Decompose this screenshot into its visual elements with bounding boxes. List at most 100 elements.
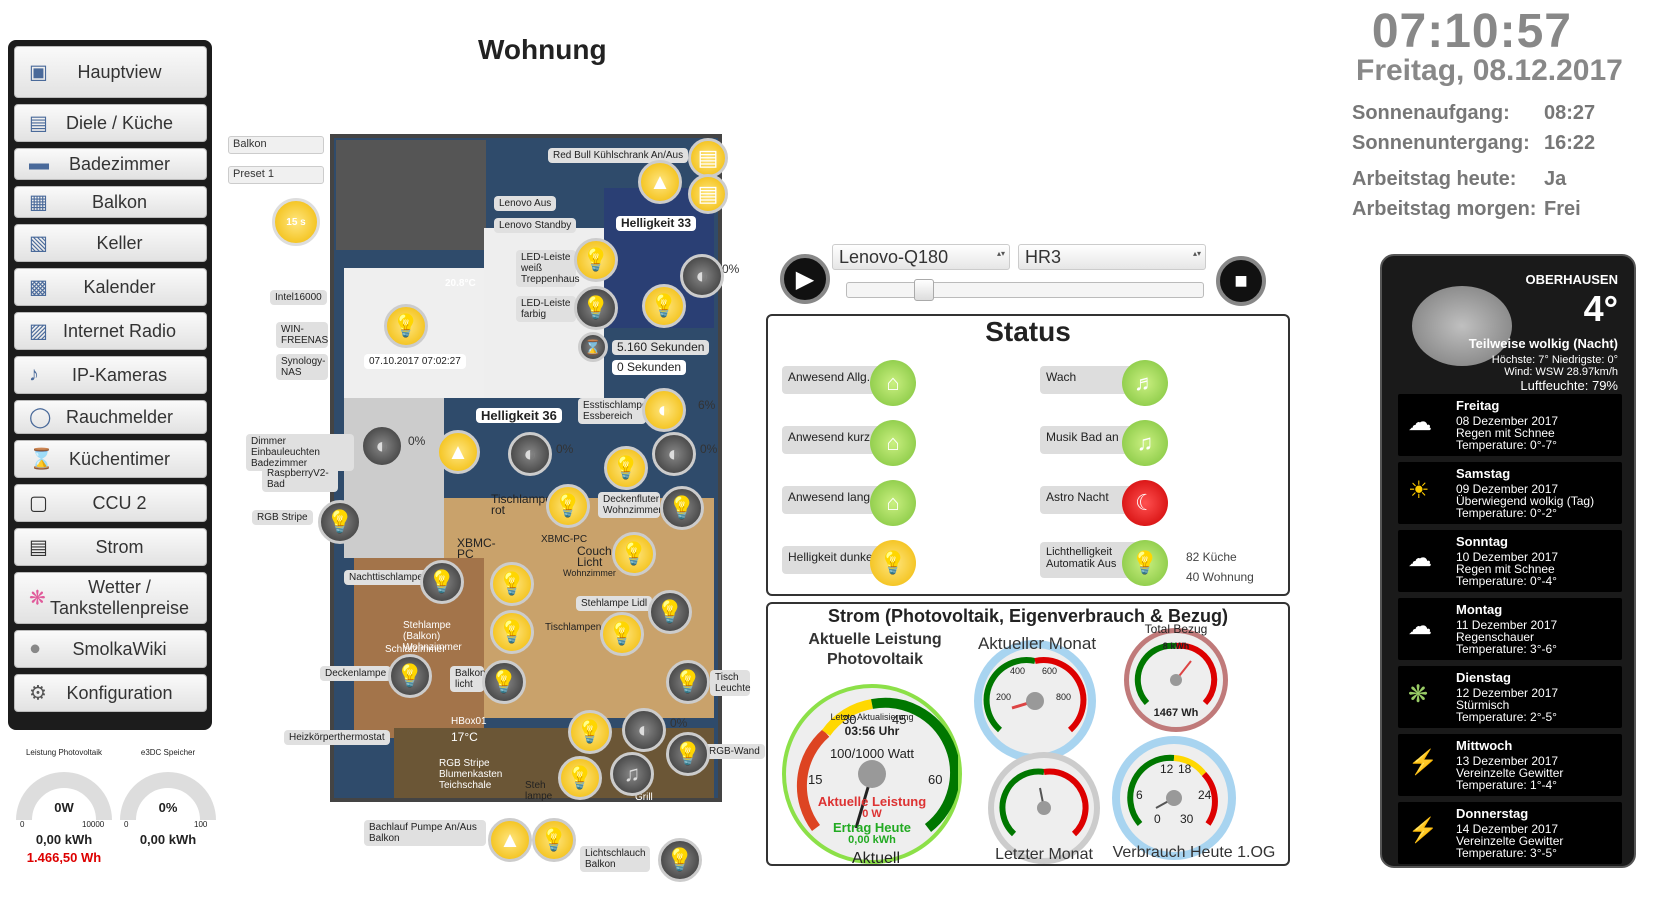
office-light[interactable]: 💡 [384, 304, 428, 348]
lenovo-off-button[interactable]: Lenovo Aus [494, 196, 557, 211]
pv-tick-60: 60 [928, 772, 943, 787]
workday-today-value: Ja [1544, 168, 1567, 190]
workday-today-label: Arbeitstag heute: [1352, 168, 1517, 190]
nav-diele-kueche[interactable]: ▤Diele / Küche [14, 104, 207, 142]
balcony-light-label: Balkon licht [450, 666, 486, 692]
bath-dimmer[interactable]: ◐ [360, 424, 404, 468]
kitchen-dimmer[interactable]: ◐ [680, 254, 724, 298]
nav-rauchmelder[interactable]: ◯Rauchmelder [14, 400, 207, 434]
nav-ip-kameras[interactable]: ♪IP-Kameras [14, 356, 207, 394]
status-wach[interactable]: ♬ [1122, 360, 1168, 406]
hbox-label: HBox01 [451, 716, 487, 727]
rgb-wall-dimmer[interactable]: ◐ [622, 708, 666, 752]
preset-select[interactable]: Preset 1 [228, 166, 324, 184]
nav-smolkawiki[interactable]: ●SmolkaWiki [14, 630, 207, 668]
balcony-light[interactable]: 💡 [482, 660, 526, 704]
sync-time: 07.10.2017 07:02:27 [364, 354, 466, 369]
kitchen-light[interactable]: 💡 [642, 284, 686, 328]
hallway-light[interactable]: ▲ [436, 430, 480, 474]
volume-slider[interactable] [846, 279, 1204, 301]
table-lamps-label: Tischlampen [545, 622, 602, 633]
ceiling-lamp[interactable]: 💡 [388, 654, 432, 698]
rgb-wall-switch[interactable]: 💡 [666, 732, 710, 776]
camera-refresh-button[interactable]: 15 s [272, 198, 320, 246]
nav-internet-radio[interactable]: ▨Internet Radio [14, 312, 207, 350]
play-button[interactable]: ▶ [780, 254, 830, 304]
couch-light[interactable]: 💡 [612, 532, 656, 576]
pump-switch[interactable]: ▲ [488, 818, 532, 862]
total-bezug-scale: 8 kWh [1162, 641, 1190, 651]
bulb-icon: 💡 [668, 495, 696, 520]
floor-lamp-balkon[interactable]: 💡 [490, 610, 534, 654]
dining-light[interactable]: 💡 [604, 446, 648, 490]
fridge-icon-button[interactable]: ▤ [688, 174, 728, 214]
storm-icon: ❋ [1408, 681, 1429, 708]
walking-icon: ♬ [1134, 370, 1156, 395]
rgb-flower-label: RGB Stripe Blumenkasten Teichschale [439, 758, 503, 791]
bedside-lamp[interactable]: 💡 [420, 560, 464, 604]
status-helligkeit-dunkel[interactable]: 💡 [870, 540, 916, 586]
forecast-temp: Temperature: 0°-7° [1456, 438, 1557, 452]
status-helligkeit-dunkel-label: Helligkeit dunkel [782, 546, 884, 574]
cellar-icon: ▧ [29, 232, 48, 255]
light-hose-label: Lichtschlauch Balkon [580, 846, 650, 872]
consumption-label: Verbrauch Heute 1.OG [1112, 844, 1276, 861]
tap-switch[interactable]: ▲ [638, 160, 682, 204]
dining-lamp-dimmer[interactable]: ◐ [642, 388, 686, 432]
volume-slider-handle[interactable] [914, 279, 934, 301]
hall-light-dimmer[interactable]: ◐ [652, 432, 696, 476]
led-color-light[interactable]: 💡 [574, 286, 618, 330]
nav-kuechentimer[interactable]: ⌛Küchentimer [14, 440, 207, 478]
pv-footer: Aktuell [851, 850, 901, 867]
pv-power-label: Aktuelle Leistung [817, 794, 927, 809]
status-lichthelligkeit[interactable]: 💡 [1122, 540, 1168, 586]
table-light[interactable]: 💡 [666, 660, 710, 704]
status-musik-bad[interactable]: ♫ [1122, 420, 1168, 466]
last-month-label: Letzter Monat [995, 846, 1093, 863]
light-hose[interactable]: 💡 [658, 838, 702, 882]
timer-button[interactable]: ⌛ [578, 332, 608, 362]
nav-strom[interactable]: ▤Strom [14, 528, 207, 566]
floor-lamp-balcony[interactable]: 💡 [558, 756, 602, 800]
nav-keller[interactable]: ▧Keller [14, 224, 207, 262]
smoke-detector-icon: ◯ [29, 406, 52, 429]
nav-ccu2[interactable]: ▢CCU 2 [14, 484, 207, 522]
led-white-light[interactable]: 💡 [574, 238, 618, 282]
status-anwesend-kurz[interactable]: ⌂ [870, 420, 916, 466]
nav-wetter[interactable]: ❋Wetter / Tankstellenpreise [14, 572, 207, 624]
lenovo-standby-button[interactable]: Lenovo Standby [494, 218, 577, 233]
clock: 07:10:57 [1371, 5, 1572, 58]
balcony-pump-light[interactable]: 💡 [532, 818, 576, 862]
camera-select[interactable]: Balkon [228, 136, 324, 154]
nav-balkon[interactable]: ▦Balkon [14, 186, 207, 218]
stop-button[interactable]: ■ [1216, 256, 1266, 306]
balcony-lamp[interactable]: 💡 [568, 710, 612, 754]
status-anwesend-allg[interactable]: ⌂ [870, 360, 916, 406]
nav-hauptview[interactable]: ▣Hauptview [14, 46, 207, 98]
table-lamps[interactable]: 💡 [600, 612, 644, 656]
last-month-gauge [988, 752, 1100, 864]
nav-kalender[interactable]: ▩Kalender [14, 268, 207, 306]
forecast-temp: Temperature: 0°-2° [1456, 506, 1557, 520]
hall-dimmer[interactable]: ◐ [508, 432, 552, 476]
status-astro-nacht[interactable]: ☾ [1122, 480, 1168, 526]
floor-lamp-lidl[interactable]: 💡 [648, 590, 692, 634]
table-lamp-red[interactable]: 💡 [546, 484, 590, 528]
rgb-stripe-switch[interactable]: 💡 [318, 500, 362, 544]
nav-konfiguration[interactable]: ⚙Konfiguration [14, 674, 207, 712]
station-select[interactable]: HR3 [1018, 244, 1206, 270]
nav-badezimmer[interactable]: ▬Badezimmer [14, 148, 207, 180]
status-anwesend-lang[interactable]: ⌂ [870, 480, 916, 526]
redbull-fridge-switch[interactable]: ▤ [688, 138, 728, 178]
weather-city: OBERHAUSEN [1525, 272, 1618, 287]
status-anwesend-lang-label: Anwesend lang [782, 486, 884, 514]
living-light[interactable]: 💡 [490, 562, 534, 606]
device-select[interactable]: Lenovo-Q180 [832, 244, 1010, 270]
bulb-icon: 💡 [566, 765, 594, 790]
grill-switch[interactable]: ♫ [610, 752, 654, 796]
floor-uplight[interactable]: 💡 [660, 486, 704, 530]
pv-kwh: 0,00 kWh [35, 832, 93, 847]
pv-yield-label: Ertrag Heute [832, 820, 912, 835]
speicher-gauge-value: 0% [158, 800, 178, 815]
